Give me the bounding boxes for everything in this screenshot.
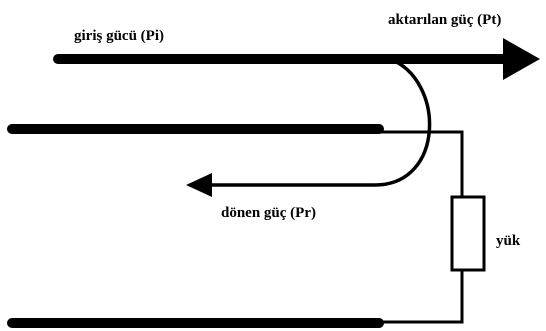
reflected-power-label: dönen güç (Pr)	[221, 205, 316, 221]
load-wire-bottom	[380, 270, 464, 324]
reflected-power-arrowhead	[186, 173, 212, 197]
load-wire-top	[379, 130, 464, 197]
load-resistor	[450, 195, 486, 272]
input-power-label: giriş gücü (Pi)	[74, 28, 164, 44]
transmitted-power-label: aktarılan güç (Pt)	[388, 12, 501, 28]
reflection-curve	[208, 57, 432, 187]
transmitted-power-arrowhead	[503, 38, 540, 80]
load-label: yük	[496, 233, 521, 249]
